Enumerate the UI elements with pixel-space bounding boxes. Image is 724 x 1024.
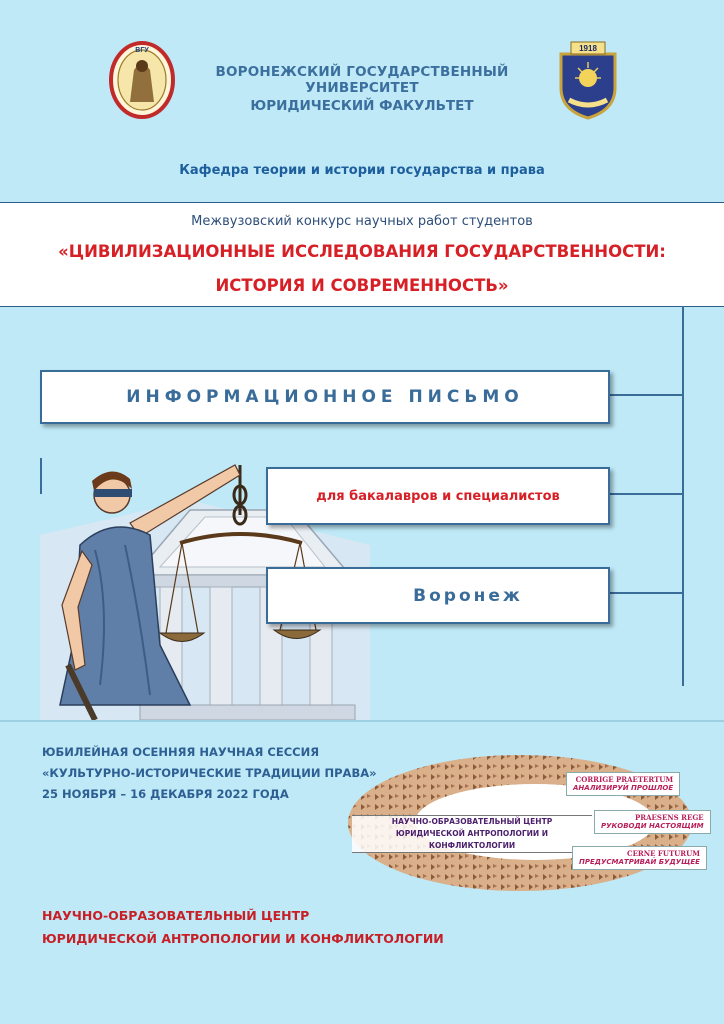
faculty-name: ЮРИДИЧЕСКИЙ ФАКУЛЬТЕТ	[250, 98, 474, 114]
session-line2: «КУЛЬТУРНО-ИСТОРИЧЕСКИЕ ТРАДИЦИИ ПРАВА»	[42, 766, 377, 780]
footer-line1: НАУЧНО-ОБРАЗОВАТЕЛЬНЫЙ ЦЕНТР	[42, 908, 310, 923]
vsu-logo-text: ВГУ	[135, 47, 149, 54]
tag-future-russian: ПРЕДУСМАТРИВАЙ БУДУЩЕЕ	[579, 858, 700, 866]
department-name: Кафедра теории и истории государства и п…	[179, 163, 545, 178]
contest-subtitle: Межвузовский конкурс научных работ студе…	[191, 214, 533, 229]
session-line3: 25 НОЯБРЯ – 16 ДЕКАБРЯ 2022 ГОДА	[42, 787, 289, 801]
vsu-logo: ВГУ	[109, 41, 175, 119]
emblem-center-line1: НАУЧНО-ОБРАЗОВАТЕЛЬНЫЙ ЦЕНТР	[391, 817, 553, 826]
session-info: ЮБИЛЕЙНАЯ ОСЕННЯЯ НАУЧНАЯ СЕССИЯ «КУЛЬТУ…	[42, 742, 377, 805]
contest-title-line1: «ЦИВИЛИЗАЦИОННЫЕ ИССЛЕДОВАНИЯ ГОСУДАРСТВ…	[58, 242, 666, 261]
audience-box: для бакалавров и специалистов	[266, 467, 610, 525]
left-bracket-line	[40, 458, 42, 494]
info-letter-label: ИНФОРМАЦИОННОЕ ПИСЬМО	[126, 387, 524, 407]
right-bracket-line	[682, 306, 684, 686]
bracket-connector-2	[606, 493, 682, 495]
session-line1: ЮБИЛЕЙНАЯ ОСЕННЯЯ НАУЧНАЯ СЕССИЯ	[42, 745, 320, 759]
shield-year: 1918	[579, 44, 597, 53]
tag-present-russian: РУКОВОДИ НАСТОЯЩИМ	[601, 822, 704, 830]
section-divider	[0, 720, 724, 722]
footer-line2: ЮРИДИЧЕСКОЙ АНТРОПОЛОГИИ И КОНФЛИКТОЛОГИ…	[42, 931, 444, 946]
audience-label: для бакалавров и специалистов	[316, 488, 560, 504]
city-label: Воронеж	[413, 585, 523, 606]
tag-present-latin: PRAESENS REGE	[635, 813, 704, 822]
tag-past-russian: АНАЛИЗИРУЙ ПРОШЛОЕ	[573, 784, 674, 792]
university-shield-logo: 1918	[559, 41, 617, 120]
tag-past-latin: CORRIGE PRAETERTUM	[575, 775, 674, 784]
emblem-tag-past: CORRIGE PRAETERTUM АНАЛИЗИРУЙ ПРОШЛОЕ	[566, 772, 681, 796]
bracket-connector-3	[606, 592, 682, 594]
contest-title-line2: ИСТОРИЯ И СОВРЕМЕННОСТЬ»	[215, 276, 509, 295]
footer-center-name: НАУЧНО-ОБРАЗОВАТЕЛЬНЫЙ ЦЕНТР ЮРИДИЧЕСКОЙ…	[42, 904, 444, 950]
emblem-tag-future: CERNE FUTURUM ПРЕДУСМАТРИВАЙ БУДУЩЕЕ	[572, 846, 707, 870]
emblem-tag-present: PRAESENS REGE РУКОВОДИ НАСТОЯЩИМ	[594, 810, 711, 834]
tag-future-latin: CERNE FUTURUM	[627, 849, 700, 858]
city-box: Воронеж	[266, 567, 610, 624]
themis-illustration	[40, 464, 370, 720]
bracket-connector-1	[606, 394, 682, 396]
university-name: ВОРОНЕЖСКИЙ ГОСУДАРСТВЕННЫЙ УНИВЕРСИТЕТ	[215, 64, 509, 96]
contest-band	[0, 202, 724, 307]
info-letter-box: ИНФОРМАЦИОННОЕ ПИСЬМО	[40, 370, 610, 424]
emblem-center-line2: ЮРИДИЧЕСКОЙ АНТРОПОЛОГИИ И КОНФЛИКТОЛОГИ…	[395, 829, 549, 850]
emblem-center-label: НАУЧНО-ОБРАЗОВАТЕЛЬНЫЙ ЦЕНТР ЮРИДИЧЕСКОЙ…	[352, 815, 592, 853]
